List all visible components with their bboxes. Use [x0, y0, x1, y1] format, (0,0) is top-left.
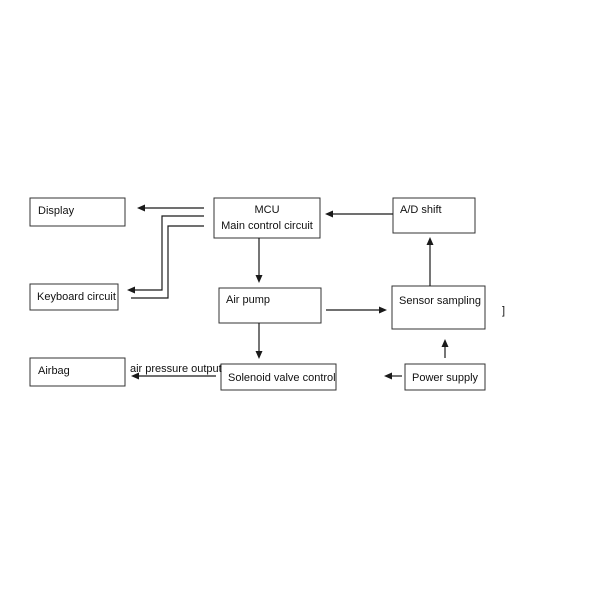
- display-block: Display: [29, 197, 126, 227]
- line-keyboard-to-mcu-inner: [131, 225, 204, 299]
- arrow-air-pump-to-solenoid: [255, 323, 263, 359]
- solenoid-valve-block: Solenoid valve control: [220, 363, 337, 391]
- air-pump-label: Air pump: [226, 294, 270, 306]
- airbag-label: Airbag: [38, 365, 70, 377]
- mcu-sub-label: Main control circuit: [221, 220, 313, 232]
- arrow-power-to-sensor: [441, 339, 449, 358]
- keyboard-label: Keyboard circuit: [37, 291, 116, 303]
- keyboard-block: Keyboard circuit: [29, 283, 119, 311]
- arrow-solenoid-to-airbag: [131, 372, 216, 380]
- arrow-mcu-to-air-pump: [255, 238, 263, 283]
- power-supply-block: Power supply: [404, 363, 486, 391]
- air-pump-block: Air pump: [218, 287, 322, 324]
- sensor-sampling-label: Sensor sampling: [399, 295, 481, 307]
- mcu-block: MCU Main control circuit: [213, 197, 321, 239]
- stray-bracket-mark: ]: [502, 305, 505, 317]
- power-supply-label: Power supply: [412, 372, 479, 384]
- ad-shift-block: A/D shift: [392, 197, 476, 234]
- air-pressure-output-label: air pressure output: [130, 363, 222, 375]
- display-label: Display: [38, 205, 75, 217]
- airbag-block: Airbag: [29, 357, 126, 387]
- arrow-mcu-to-keyboard-outer: [127, 215, 204, 294]
- arrow-air-pump-to-sensor: [326, 306, 387, 314]
- arrow-sensor-to-ad: [426, 237, 434, 286]
- arrow-ad-to-mcu: [325, 210, 393, 218]
- arrow-power-to-solenoid: [384, 372, 402, 380]
- solenoid-valve-label: Solenoid valve control: [228, 372, 336, 384]
- ad-shift-label: A/D shift: [400, 204, 442, 216]
- arrow-mcu-to-display: [137, 204, 204, 212]
- mcu-label: MCU: [254, 204, 279, 216]
- sensor-sampling-block: Sensor sampling: [391, 285, 486, 330]
